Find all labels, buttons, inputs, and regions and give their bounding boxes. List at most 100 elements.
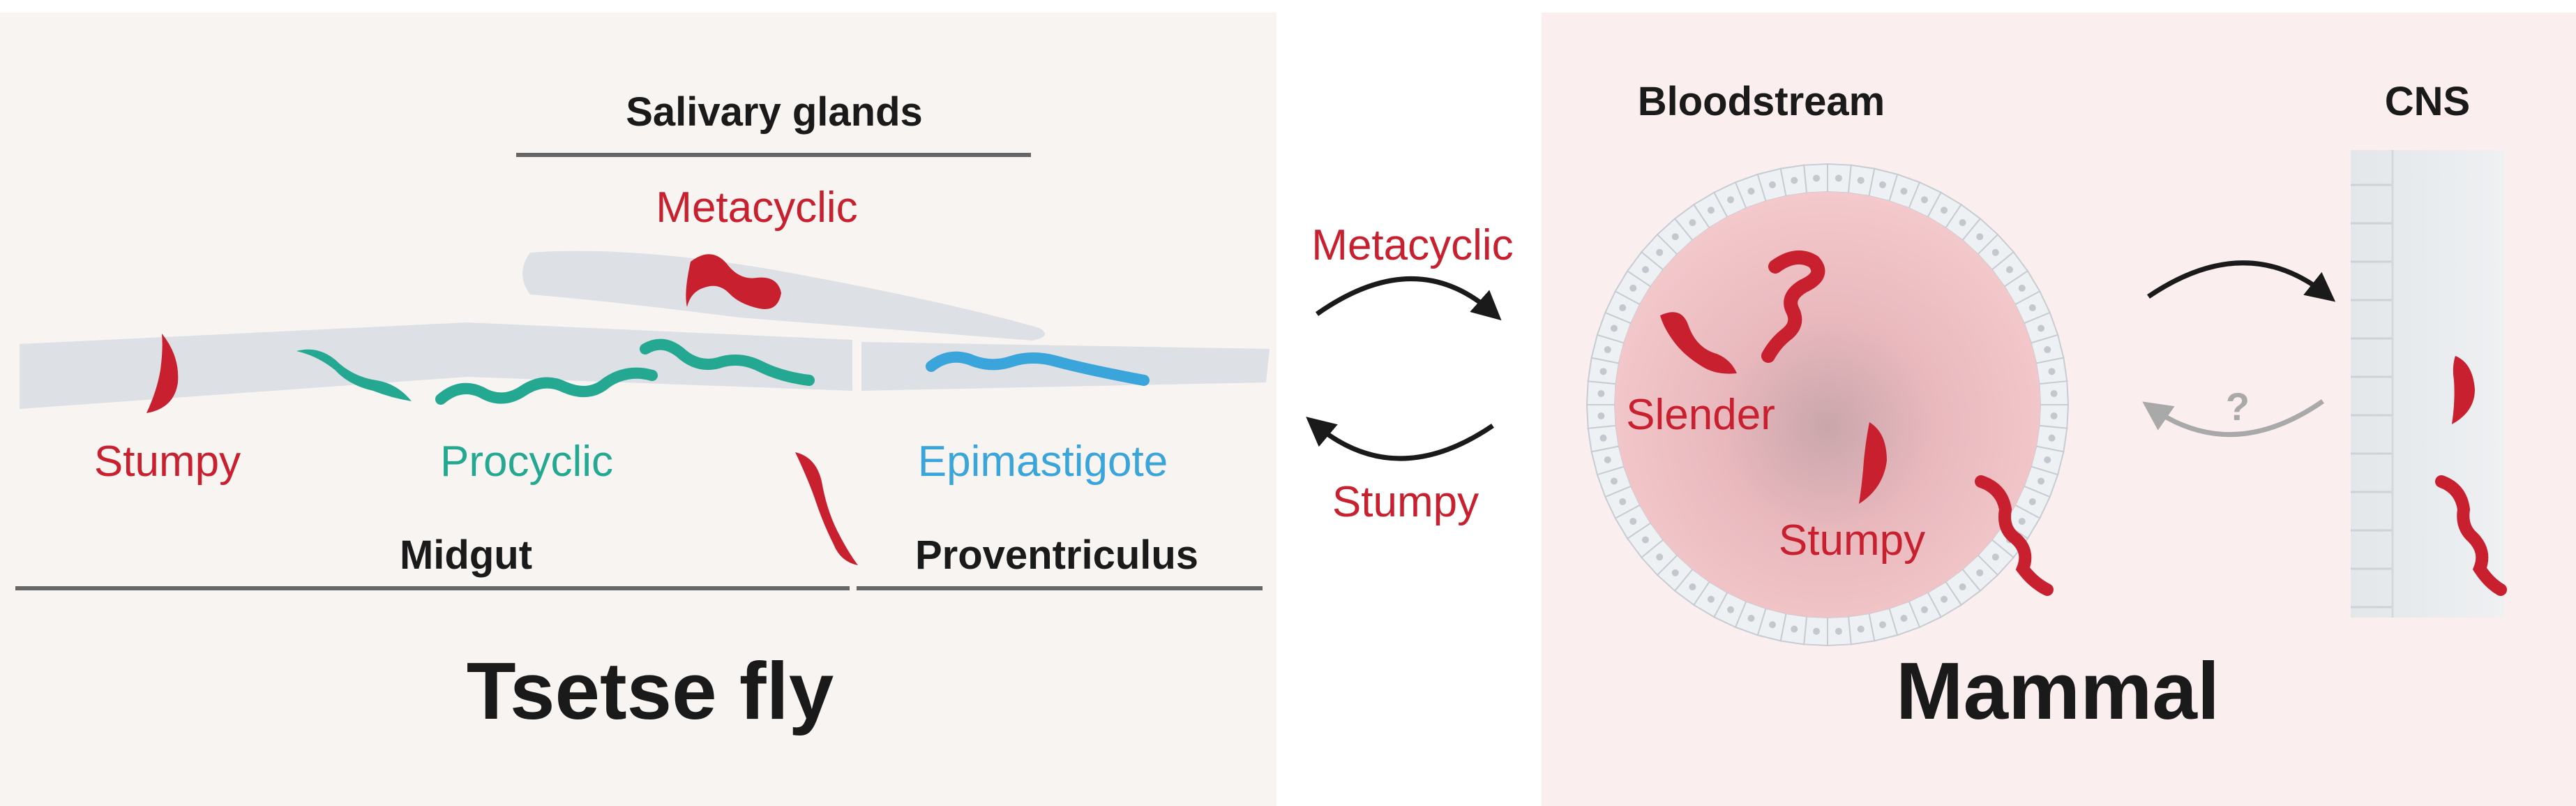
cell-nucleus bbox=[2028, 304, 2036, 312]
epimastigote-label: Epimastigote bbox=[918, 438, 1168, 486]
curved-arrow-icon bbox=[1306, 417, 1494, 461]
cell-nucleus bbox=[1619, 304, 1627, 312]
cell-nucleus bbox=[1689, 218, 1696, 226]
cell-nucleus bbox=[2048, 368, 2056, 375]
proventriculus-label: Proventriculus bbox=[915, 532, 1198, 578]
cell-nucleus bbox=[1604, 456, 1611, 463]
trypanosome-icon bbox=[686, 254, 781, 310]
cell-nucleus bbox=[1941, 207, 1948, 214]
trypanosome-icon bbox=[296, 349, 412, 401]
cell-nucleus bbox=[1900, 187, 1908, 195]
cell-nucleus bbox=[2006, 266, 2014, 274]
cell-nucleus bbox=[1791, 625, 1798, 633]
cell-nucleus bbox=[1656, 248, 1664, 256]
cell-nucleus bbox=[1727, 606, 1735, 613]
cell-nucleus bbox=[1813, 174, 1821, 182]
procyclic-label: Procyclic bbox=[440, 438, 613, 486]
cell-nucleus bbox=[1878, 621, 1886, 629]
cell-nucleus bbox=[2018, 518, 2026, 525]
trypanosome-icon bbox=[640, 338, 815, 386]
trypanosome-icon bbox=[2452, 356, 2475, 424]
cell-nucleus bbox=[1878, 181, 1886, 188]
transmission-stumpy-label: Stumpy bbox=[1332, 478, 1479, 526]
cell-nucleus bbox=[1610, 324, 1618, 332]
cell-nucleus bbox=[1641, 536, 1649, 544]
cell-nucleus bbox=[2050, 390, 2058, 398]
cell-nucleus bbox=[1991, 248, 1999, 256]
cell-nucleus bbox=[1671, 233, 1679, 241]
midgut-label: Midgut bbox=[400, 532, 532, 578]
cell-nucleus bbox=[1835, 174, 1842, 182]
cell-nucleus bbox=[1604, 346, 1611, 354]
cell-nucleus bbox=[1599, 434, 1607, 442]
cell-nucleus bbox=[1976, 569, 1984, 576]
cell-nucleus bbox=[1959, 583, 1966, 591]
mammal-title: Mammal bbox=[1896, 645, 2220, 736]
trypanosome-icon bbox=[1761, 250, 1825, 363]
curved-arrow-icon bbox=[1315, 276, 1502, 321]
trypanosome-icon bbox=[795, 452, 858, 565]
cell-nucleus bbox=[1689, 583, 1696, 591]
cell-nucleus bbox=[1920, 606, 1928, 613]
trypanosome-icon bbox=[1975, 475, 2054, 596]
cell-nucleus bbox=[1747, 615, 1755, 622]
cell-nucleus bbox=[2028, 498, 2036, 505]
transmission-metacyclic-label: Metacyclic bbox=[1311, 221, 1513, 269]
cell-nucleus bbox=[1857, 177, 1865, 184]
salivary-gland-shape bbox=[522, 251, 1045, 341]
cell-nucleus bbox=[1641, 266, 1649, 274]
fly-title: Tsetse fly bbox=[467, 645, 834, 736]
cell-nucleus bbox=[2044, 456, 2051, 463]
cell-nucleus bbox=[1769, 621, 1777, 629]
trypanosome-icon bbox=[2435, 475, 2507, 596]
salivary-glands-label: Salivary glands bbox=[626, 89, 923, 135]
cell-nucleus bbox=[1619, 498, 1627, 505]
curved-arrow-icon bbox=[2142, 399, 2324, 438]
cell-nucleus bbox=[1727, 196, 1735, 204]
cell-nucleus bbox=[1597, 412, 1605, 419]
cell-nucleus bbox=[2038, 324, 2045, 332]
cns-label: CNS bbox=[2385, 79, 2470, 124]
cell-nucleus bbox=[2018, 284, 2026, 292]
cell-nucleus bbox=[1991, 553, 1999, 561]
cell-nucleus bbox=[1656, 553, 1664, 561]
fly-panel bbox=[0, 13, 1276, 806]
mammal-stumpy-label: Stumpy bbox=[1779, 516, 1925, 565]
cell-nucleus bbox=[1610, 477, 1618, 485]
cell-nucleus bbox=[1976, 233, 1984, 241]
trypanosome-icon bbox=[1660, 312, 1737, 374]
cell-nucleus bbox=[2050, 412, 2058, 419]
metacyclic-label: Metacyclic bbox=[656, 184, 857, 232]
trypanosome-icon bbox=[1859, 422, 1887, 504]
cns-cells bbox=[2351, 150, 2394, 618]
trypanosome-icon bbox=[435, 367, 658, 405]
trypanosome-icon bbox=[926, 351, 1150, 386]
cell-nucleus bbox=[1629, 284, 1637, 292]
uncertain-mark: ? bbox=[2226, 385, 2250, 428]
cell-nucleus bbox=[1835, 627, 1842, 635]
cell-nucleus bbox=[1791, 177, 1798, 184]
cell-nucleus bbox=[1747, 187, 1755, 195]
cell-nucleus bbox=[1769, 181, 1777, 188]
stumpy-label: Stumpy bbox=[94, 438, 241, 486]
cell-nucleus bbox=[1707, 207, 1715, 214]
bloodstream-lumen bbox=[1615, 192, 2040, 618]
slender-label: Slender bbox=[1626, 391, 1775, 439]
cell-nucleus bbox=[1857, 625, 1865, 633]
cell-nucleus bbox=[2038, 477, 2045, 485]
cell-nucleus bbox=[2044, 346, 2051, 354]
cell-nucleus bbox=[1671, 569, 1679, 576]
cell-nucleus bbox=[1813, 627, 1821, 635]
curved-arrow-icon bbox=[2147, 260, 2336, 302]
bloodstream-label: Bloodstream bbox=[1638, 79, 1885, 124]
cell-nucleus bbox=[1599, 368, 1607, 375]
cell-nucleus bbox=[1959, 218, 1966, 226]
cell-nucleus bbox=[1629, 518, 1637, 525]
cell-nucleus bbox=[1900, 615, 1908, 622]
cell-nucleus bbox=[1920, 196, 1928, 204]
trypanosome-icon bbox=[146, 334, 179, 413]
cell-nucleus bbox=[1707, 595, 1715, 603]
cell-nucleus bbox=[1597, 390, 1605, 398]
